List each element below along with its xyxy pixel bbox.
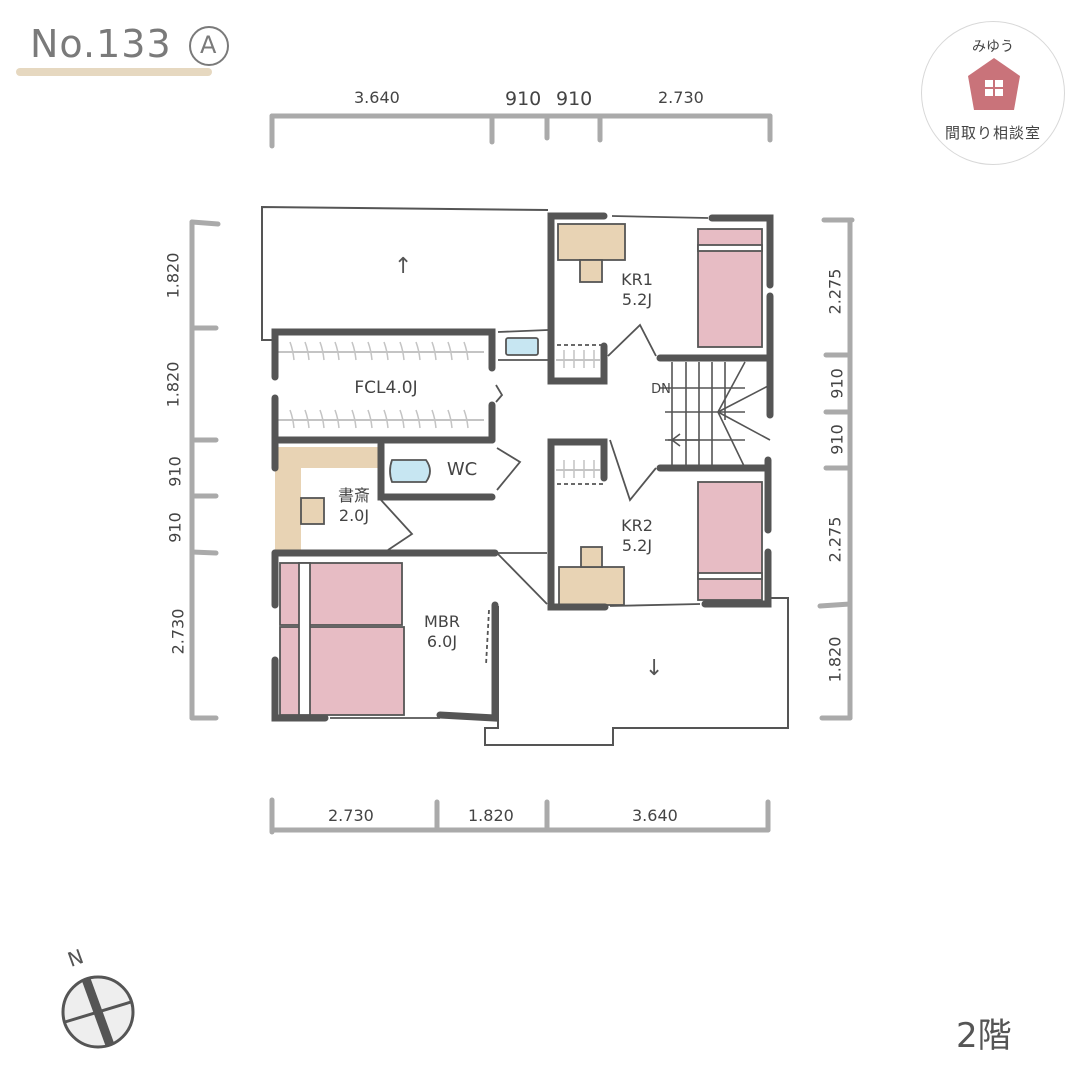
dim-right-3: 910 bbox=[827, 424, 847, 455]
walls bbox=[271, 212, 774, 722]
dim-right-4: 2.275 bbox=[825, 516, 845, 563]
fixtures bbox=[389, 337, 539, 483]
room-fcl-label: FCL4.0J bbox=[336, 378, 436, 398]
floor-label: 2階 bbox=[956, 1016, 1012, 1056]
compass-icon bbox=[61, 975, 135, 1049]
dim-bottom-2: 1.820 bbox=[468, 806, 514, 825]
stairs bbox=[660, 361, 771, 469]
balcony-up-arrow: ↑ bbox=[394, 254, 413, 279]
room-kr2-size: 5.2J bbox=[621, 536, 653, 555]
house-icon bbox=[968, 58, 1020, 110]
dim-right-1: 2.275 bbox=[825, 268, 845, 315]
dim-right-2: 910 bbox=[827, 368, 847, 399]
dim-left-1: 1.820 bbox=[163, 252, 183, 299]
dim-top-4: 2.730 bbox=[658, 88, 704, 107]
room-fcl-name: FCL bbox=[354, 378, 386, 398]
plan-number-title: No.133 A bbox=[30, 22, 229, 66]
room-mbr-label: MBR 6.0J bbox=[414, 612, 470, 652]
dim-right-5: 1.820 bbox=[825, 636, 845, 683]
balcony-down-arrow: ↓ bbox=[645, 656, 664, 681]
dimension-lines bbox=[189, 113, 855, 835]
room-fcl-size: 4.0J bbox=[385, 378, 418, 398]
variant-badge: A bbox=[188, 26, 229, 66]
balcony-outlines bbox=[261, 205, 789, 746]
dim-bottom-1: 2.730 bbox=[328, 806, 374, 825]
logo-badge: みゆう 間取り相談室 bbox=[921, 21, 1065, 165]
dim-left-4: 910 bbox=[165, 512, 185, 543]
dim-left-2: 1.820 bbox=[163, 361, 183, 408]
variant-letter: A bbox=[200, 31, 218, 59]
room-kr1-label: KR1 5.2J bbox=[612, 270, 662, 310]
room-study-name: 書斎 bbox=[337, 486, 370, 505]
room-kr1-name: KR1 bbox=[621, 270, 653, 289]
room-study-size: 2.0J bbox=[338, 506, 370, 525]
room-kr2-name: KR2 bbox=[621, 516, 653, 535]
dim-left-3: 910 bbox=[165, 456, 185, 487]
plan-number: No.133 bbox=[30, 22, 172, 66]
logo-top-text: みゆう bbox=[972, 39, 1014, 55]
doors bbox=[330, 215, 709, 719]
title-underline bbox=[16, 68, 212, 76]
room-study-label: 書斎 2.0J bbox=[326, 486, 382, 526]
room-kr2-label: KR2 5.2J bbox=[612, 516, 662, 556]
room-mbr-size: 6.0J bbox=[426, 632, 458, 651]
hangers bbox=[289, 341, 595, 478]
room-wc-label: WC bbox=[446, 459, 478, 480]
beds bbox=[279, 228, 763, 716]
dim-top-3: 910 bbox=[556, 88, 593, 110]
stairs-down-label: DN bbox=[651, 382, 671, 397]
dim-top-2: 910 bbox=[505, 88, 542, 110]
dim-top-1: 3.640 bbox=[354, 88, 400, 107]
dim-left-5: 2.730 bbox=[168, 608, 188, 655]
desks bbox=[275, 223, 626, 606]
dashed-lines bbox=[485, 344, 604, 666]
room-kr1-size: 5.2J bbox=[621, 290, 653, 309]
room-mbr-name: MBR bbox=[424, 612, 460, 631]
logo-bottom-text: 間取り相談室 bbox=[944, 124, 1041, 142]
dim-bottom-3: 3.640 bbox=[632, 806, 678, 825]
